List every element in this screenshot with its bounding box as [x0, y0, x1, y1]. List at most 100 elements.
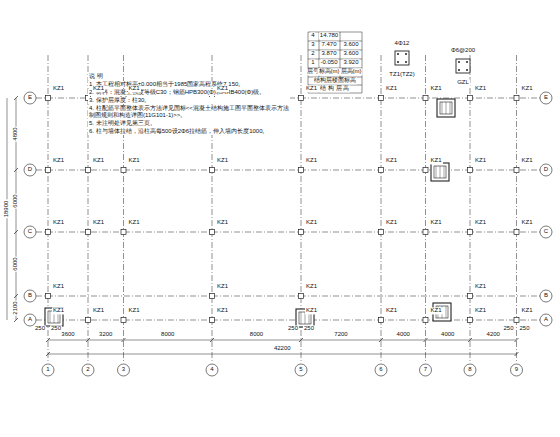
- dimension-line: [48, 340, 517, 341]
- column-mark: KZ1: [474, 283, 487, 290]
- dimension-tick: [46, 338, 50, 342]
- dimension-tick: [424, 338, 428, 342]
- column-section: [468, 230, 473, 235]
- dimension-label: 4000: [396, 331, 411, 338]
- grid-line: [36, 320, 540, 321]
- table-cell: 4: [310, 32, 315, 39]
- column-mark: 250: [303, 325, 315, 332]
- axis-bubble: [24, 226, 36, 238]
- table-cell: 3.600: [342, 41, 359, 48]
- dimension-label: C: [543, 228, 549, 235]
- column-section: [423, 168, 428, 173]
- dimension-tick: [122, 338, 126, 342]
- axis-bubble: [540, 92, 552, 104]
- dimension-tick: [515, 352, 519, 356]
- column-section: [210, 230, 215, 235]
- dimension-label: 4000: [440, 331, 455, 338]
- column-mark: KZ1: [385, 219, 398, 226]
- table-cell: 标高(m): [318, 68, 341, 75]
- dimension-label: 6000: [12, 193, 19, 208]
- dimension-label: 6: [378, 366, 383, 373]
- column-mark: KZ1: [52, 307, 65, 314]
- grid-line: [36, 170, 540, 171]
- column-section: [514, 168, 519, 173]
- column-mark: KZ1: [430, 307, 443, 314]
- column-section: [299, 230, 304, 235]
- dimension-label: 18900: [3, 200, 10, 219]
- axis-bubble: [511, 364, 523, 376]
- dimension-label: E: [543, 94, 549, 101]
- design-note: 4. 柱配筋平面整体表示方法详见国标<<混凝土结构施工图平面整体表示方法制图规则…: [88, 105, 290, 119]
- grid-line: [36, 232, 540, 233]
- dimension-label: A: [543, 316, 549, 323]
- column-section: [299, 168, 304, 173]
- axis-bubble: [540, 314, 552, 326]
- column-mark: KZ1: [385, 157, 398, 164]
- column-section: [468, 96, 473, 101]
- table-cell: 结 构 层 高: [319, 85, 350, 92]
- column-mark: KZ1: [521, 307, 534, 314]
- column-mark: KZ1: [305, 85, 318, 92]
- axis-bubble: [540, 226, 552, 238]
- dimension-label: A: [27, 316, 33, 323]
- column-section: [210, 168, 215, 173]
- column-mark: KZ1: [474, 85, 487, 92]
- table-cell: 1: [310, 59, 315, 66]
- section-detail: [456, 59, 470, 73]
- column-section: [379, 96, 384, 101]
- table-cell: TZ1(TZ2): [388, 71, 415, 78]
- table-cell: 结构层楼面标高: [313, 77, 357, 84]
- column-section: [514, 318, 519, 323]
- column-section: [379, 318, 384, 323]
- column-mark: KZ1: [430, 219, 443, 226]
- column-mark: 250: [287, 325, 299, 332]
- column-mark: KZ1: [128, 85, 141, 92]
- dimension-label: E: [27, 94, 33, 101]
- column-mark: 250: [502, 325, 514, 332]
- column-mark: KZ1: [128, 157, 141, 164]
- dimension-tick: [14, 96, 18, 100]
- column-mark: 250: [34, 325, 46, 332]
- dimension-label: B: [543, 292, 549, 299]
- dimension-line: [48, 354, 517, 355]
- section-detail: [395, 51, 409, 65]
- column-mark: KZ1: [474, 219, 487, 226]
- dimension-tick: [515, 338, 519, 342]
- column-mark: KZ1: [92, 157, 105, 164]
- table-cell: 2: [310, 50, 315, 57]
- grid-line: [36, 296, 540, 297]
- column-mark: KZ1: [385, 307, 398, 314]
- column-section: [514, 96, 519, 101]
- dimension-label: 3: [121, 366, 126, 373]
- column-section: [121, 230, 126, 235]
- column-section: [46, 294, 51, 299]
- dimension-label: 8000: [160, 331, 175, 338]
- axis-bubble: [420, 364, 432, 376]
- design-note: 1. 本工程相对标高±0.000相当于1985国家高程系统7.150。: [88, 81, 290, 88]
- dimension-label: D: [543, 166, 549, 173]
- dimension-tick: [379, 338, 383, 342]
- column-mark: KZ1: [92, 85, 105, 92]
- design-note: 3. 保护层厚度：柱30。: [88, 97, 290, 104]
- table-cell: 14.780: [319, 32, 339, 39]
- axis-bubble: [82, 364, 94, 376]
- column-section: [210, 318, 215, 323]
- dimension-tick: [210, 338, 214, 342]
- column-mark: KZ1: [521, 85, 534, 92]
- table-cell: 3.920: [342, 59, 359, 66]
- column-section: [423, 230, 428, 235]
- axis-bubble: [464, 364, 476, 376]
- dimension-label: 4200: [486, 331, 501, 338]
- dimension-label: 8000: [249, 331, 264, 338]
- level-table: [308, 32, 362, 93]
- dimension-tick: [14, 230, 18, 234]
- column-mark: KZ1: [52, 157, 65, 164]
- dimension-tick: [14, 168, 18, 172]
- dimension-tick: [14, 318, 18, 322]
- column-detail: [437, 99, 455, 117]
- axis-bubble: [24, 92, 36, 104]
- column-mark: KZ1: [128, 219, 141, 226]
- column-section: [423, 96, 428, 101]
- column-mark: KZ1: [430, 85, 443, 92]
- column-section: [514, 230, 519, 235]
